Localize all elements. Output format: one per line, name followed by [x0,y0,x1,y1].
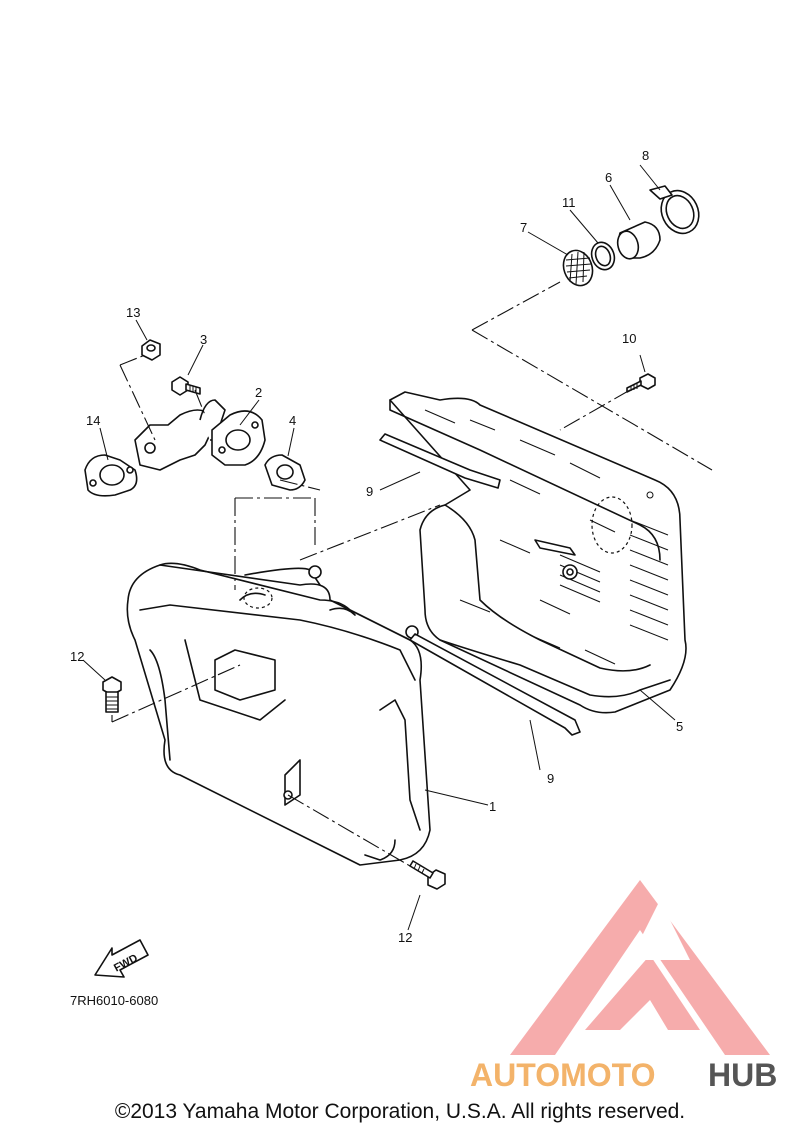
callout-14: 14 [86,413,100,428]
callout-9-lower: 9 [547,771,554,786]
callout-6: 6 [605,170,612,185]
callout-11: 11 [562,195,576,210]
part-12-bolt-bottom [409,860,446,890]
callout-1: 1 [489,799,496,814]
callout-5: 5 [676,719,683,734]
fwd-arrow-icon: FWD [94,939,149,978]
part-9-gasket-lower [409,633,581,736]
leader-lines [82,164,676,931]
callout-7: 7 [520,220,527,235]
part-10-screw [626,373,656,393]
part-12-bolt-left [102,676,122,713]
part-5-heat-shield [389,391,687,714]
part-7-screen [562,249,594,287]
callout-3: 3 [200,332,207,347]
callout-13: 13 [126,305,140,320]
callout-4: 4 [289,413,296,428]
part-14-gasket [84,454,138,497]
part-11-ring [590,241,616,271]
part-4-gasket [264,454,306,491]
part-1-muffler [126,562,431,866]
part-9-gasket-upper [379,433,501,489]
part-6-sleeve [616,221,661,260]
callouts: 1 2 3 4 5 6 7 8 9 9 10 11 12 12 13 14 [70,148,683,945]
watermark-logo: AUTOMOTO HUB [470,880,777,1093]
callout-12-bottom: 12 [398,930,412,945]
part-8-clamp [649,185,700,235]
assembly-lines [111,281,713,867]
callout-10: 10 [622,331,636,346]
callout-12-left: 12 [70,649,84,664]
copyright-notice: ©2013 Yamaha Motor Corporation, U.S.A. A… [114,1100,686,1123]
callout-8: 8 [642,148,649,163]
watermark-text-automoto: AUTOMOTO [470,1057,655,1093]
part-2-exhaust-pipe [134,399,266,471]
callout-2: 2 [255,385,262,400]
part-13-nut [141,339,161,361]
watermark-text-hub: HUB [708,1057,777,1093]
part-3-bolt [171,376,201,396]
callout-9-upper: 9 [366,484,373,499]
diagram-part-code: 7RH6010-6080 [70,993,158,1008]
